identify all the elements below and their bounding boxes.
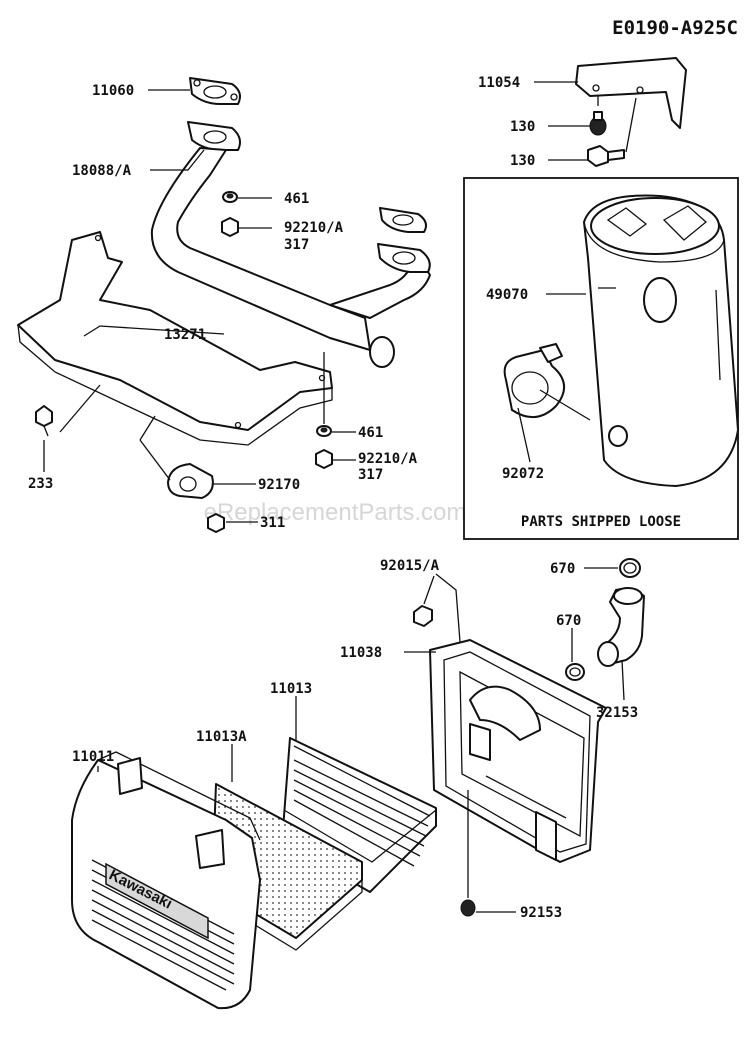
label-11054: 11054 [478,75,520,91]
muffler-49070 [583,194,739,487]
label-92072: 92072 [502,466,544,482]
label-461-top: 461 [284,191,309,207]
label-311: 311 [260,515,285,531]
label-92210-top: 92210/A [284,220,344,236]
label-233: 233 [28,476,53,492]
elbow-32153 [597,587,645,667]
o-ring-670-left [565,663,585,681]
clamp-92072 [503,343,565,418]
parts-shipped-loose-box: PARTS SHIPPED LOOSE [463,177,739,540]
label-18088: 18088/A [72,163,132,179]
label-11013A: 11013A [196,729,247,745]
nut-92210-bottom [315,449,333,469]
gasket-11060 [189,77,241,105]
diagram-code: E0190-A925C [612,17,738,39]
label-49070: 49070 [486,287,528,303]
bolt-92153 [460,899,476,917]
air-cleaner-cover-11011: Kawasaki [71,751,261,1010]
label-11011: 11011 [72,749,114,765]
clamp-92170 [167,463,214,499]
label-32153: 32153 [596,705,638,721]
label-92210-bottom: 92210/A [358,451,418,467]
exhaust-pipe-18088 [150,121,431,368]
label-130-bottom: 130 [510,153,535,169]
label-670-left: 670 [556,613,581,629]
washer-461-top [222,191,238,203]
label-92170: 92170 [258,477,300,493]
bolt-130-top [589,111,607,136]
label-11038: 11038 [340,645,382,661]
bolt-233 [35,405,53,437]
label-670-right: 670 [550,561,575,577]
label-317-top: 317 [284,237,309,253]
label-13271: 13271 [164,327,206,343]
nut-311 [207,513,225,533]
nut-92015 [413,605,433,627]
bracket-11054 [575,57,687,129]
label-317-bottom: 317 [358,467,383,483]
o-ring-670-right [619,558,641,578]
nut-92210-top [221,217,239,237]
label-92015: 92015/A [380,558,440,574]
label-11060: 11060 [92,83,134,99]
label-130-top: 130 [510,119,535,135]
label-92153: 92153 [520,905,562,921]
bolt-130-bottom [587,145,625,167]
label-11013: 11013 [270,681,312,697]
label-461-bottom: 461 [358,425,383,441]
washer-461-bottom [316,425,332,437]
box-caption: PARTS SHIPPED LOOSE [521,514,681,530]
air-cleaner-housing-11038 [429,639,607,863]
